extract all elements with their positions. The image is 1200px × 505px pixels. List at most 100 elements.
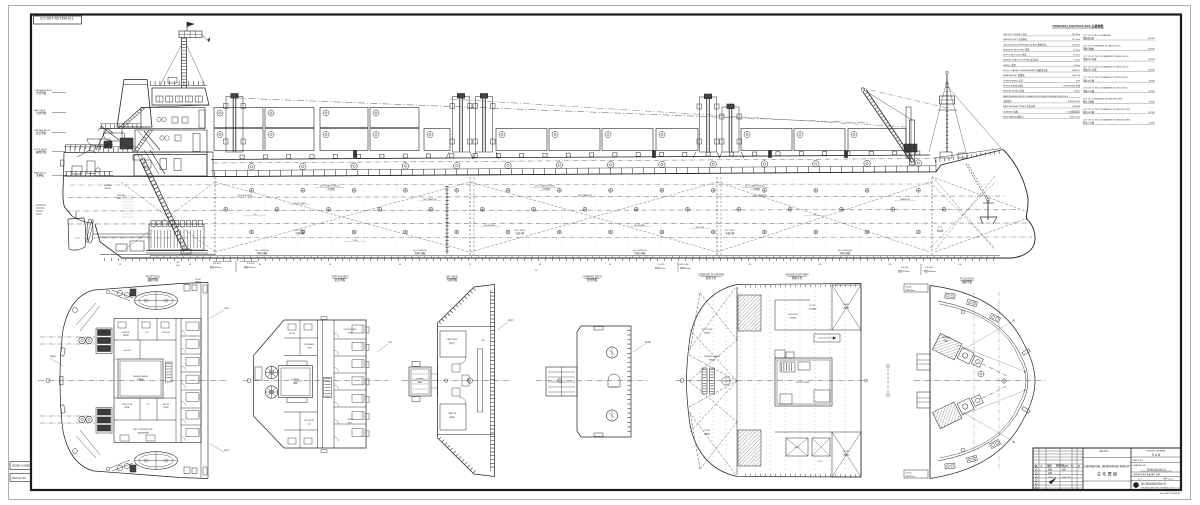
svg-text:肋距400: 肋距400 (195, 281, 201, 284)
svg-text:罗经甲板: 罗经甲板 (587, 278, 598, 282)
svg-text:F.S.400: F.S.400 (925, 267, 933, 269)
svg-text:MAIN ENGINE POWER 主机功率: MAIN ENGINE POWER 主机功率 (1003, 104, 1036, 108)
svg-text:56TEU: 56TEU (1149, 123, 1156, 125)
svg-text:肋距400mm: 肋距400mm (210, 265, 222, 269)
svg-text:水密门: 水密门 (224, 306, 230, 310)
svg-text:缆索舱: 缆索舱 (124, 406, 129, 409)
svg-text:浙江增洲造船有限公司: 浙江增洲造船有限公司 (1141, 481, 1167, 485)
svg-text:112TEU: 112TEU (1148, 112, 1156, 114)
svg-text:Q'TY OF 20' TEU CONTAINERS IN: Q'TY OF 20' TEU CONTAINERS IN CARGO HOLD (1083, 66, 1129, 69)
svg-text:4000n mile: 4000n mile (1070, 116, 1081, 118)
svg-text:船长甲板: 船长甲板 (36, 131, 47, 135)
svg-text:Q'TY OF 20' TEU CONTAINERS ON: Q'TY OF 20' TEU CONTAINERS ON DECK HOLD (1083, 87, 1128, 90)
svg-text:ENGINE PLATFORM: ENGINE PLATFORM (786, 274, 809, 277)
svg-text:二氧化碳室: 二氧化碳室 (808, 307, 817, 311)
svg-text:NO.1 TANKTOP: NO.1 TANKTOP (753, 194, 767, 197)
svg-text:舵机平台: 舵机平台 (706, 276, 717, 280)
svg-text:DEPTH MOULDED 型深: DEPTH MOULDED 型深 (1003, 53, 1027, 57)
svg-text:A.H.U RM: A.H.U RM (123, 349, 131, 352)
svg-text:批准: 批准 (1062, 468, 1066, 472)
svg-text:20: 20 (119, 264, 121, 266)
svg-text:ALL.24320(20): ALL.24320(20) (838, 249, 852, 252)
svg-text:TZH54135-100-C3: TZH54135-100-C3 (40, 16, 74, 21)
svg-text:烟囱: 烟囱 (418, 380, 422, 384)
svg-text:A: A (1041, 464, 1043, 467)
svg-text:ALL.24320(20): ALL.24320(20) (413, 249, 427, 252)
svg-text:CHART RM: CHART RM (448, 412, 457, 415)
svg-text:海图室: 海图室 (449, 415, 455, 419)
svg-text:11413.8t: 11413.8t (1072, 74, 1081, 77)
svg-text:F.S.625: F.S.625 (247, 263, 255, 265)
svg-text:ENGINE CASING: ENGINE CASING (796, 381, 810, 384)
svg-text:NO.2 W.B.T: NO.2 W.B.T (515, 230, 526, 232)
svg-text:NO.1 W.B.T: NO.1 W.B.T (725, 230, 736, 232)
svg-text:130: 130 (888, 264, 891, 266)
svg-text:ROPE STORE: ROPE STORE (122, 404, 132, 406)
svg-text:LENGTH BTW PERPENDICULARS 垂线间长: LENGTH BTW PERPENDICULARS 垂线间长 (1003, 42, 1047, 46)
svg-text:110: 110 (748, 264, 751, 266)
svg-text:117.00m: 117.00m (1072, 39, 1080, 41)
svg-text:驾驶甲板: 驾驶甲板 (447, 278, 458, 282)
svg-text:LW: LW (176, 262, 179, 264)
svg-text:压载水舱: 压载水舱 (296, 231, 306, 235)
svg-text:FREIGHT GENERAL: FREIGHT GENERAL (1146, 450, 1166, 453)
svg-text:119.90m: 119.90m (1072, 34, 1080, 36)
svg-text:6.50m: 6.50m (1074, 60, 1080, 62)
svg-text:带缆桩: 带缆桩 (50, 354, 56, 358)
svg-text:NO.4 W.B.T(P/S): NO.4 W.B.T(P/S) (238, 195, 253, 197)
svg-text:30°: 30° (535, 270, 538, 272)
svg-text:112TEU: 112TEU (1148, 70, 1156, 72)
svg-text:艉楼甲板: 艉楼甲板 (148, 278, 159, 282)
svg-text:ALL RIGHTS RESERVED: ALL RIGHTS RESERVED (1160, 492, 1181, 495)
svg-text:STEERING PLATFORM: STEERING PLATFORM (698, 274, 724, 277)
svg-text:12.3kn: 12.3kn (1074, 91, 1081, 93)
svg-text:CLASSED 船级: CLASSED 船级 (1003, 109, 1019, 113)
svg-text:ENG.RM: ENG.RM (117, 195, 125, 197)
svg-text:三号货舱: 三号货舱 (325, 187, 335, 191)
svg-text:缆索舱: 缆索舱 (704, 331, 710, 335)
svg-text:首尖舱: 首尖舱 (937, 228, 944, 232)
svg-text:120: 120 (818, 264, 821, 266)
svg-text:总 布 置 图: 总 布 置 图 (1097, 471, 1117, 478)
svg-text:64TEU: 64TEU (1149, 59, 1156, 61)
svg-text:2ND ENGINEER: 2ND ENGINEER (304, 344, 315, 346)
svg-text:F.P.T: F.P.T (938, 227, 943, 229)
svg-text:肋距600mm: 肋距600mm (924, 269, 936, 273)
svg-text:集装箱总数: 集装箱总数 (1083, 36, 1095, 40)
svg-text:CLEAN: CLEAN (843, 303, 849, 306)
svg-text:STEERING GEAR RM: STEERING GEAR RM (704, 355, 721, 358)
svg-text:NAV. DECK: NAV. DECK (34, 109, 46, 112)
svg-text:NO.1 CARGO HOLD: NO.1 CARGO HOLD (745, 185, 766, 188)
svg-text:DRY RM: DRY RM (289, 333, 296, 335)
svg-text:CHAIN LKR: CHAIN LKR (900, 198, 911, 201)
svg-text:ZHEJIANG ZENGZHOU SHIPBUILDING: ZHEJIANG ZENGZHOU SHIPBUILDING CO.,LTD. (1141, 486, 1182, 489)
svg-text:40: 40 (259, 264, 261, 266)
svg-text:NO.2 CARGO HOLD: NO.2 CARGO HOLD (535, 185, 556, 188)
svg-text:探照灯: 探照灯 (508, 318, 514, 322)
svg-text:改正: 改正 (1047, 463, 1051, 467)
svg-text:CAPTAIN DECK: CAPTAIN DECK (331, 276, 349, 279)
svg-text:CAPTAIN: CAPTAIN (347, 418, 353, 421)
svg-text:肋距400mm: 肋距400mm (906, 288, 916, 292)
svg-text:压载水舱: 压载水舱 (516, 231, 526, 235)
svg-text:甲板40尺箱: 甲板40尺箱 (1083, 78, 1095, 82)
svg-text:描图: 描图 (1048, 471, 1052, 475)
svg-text:FULLY LOADED DISPLACEMENT 满载排水: FULLY LOADED DISPLACEMENT 满载排水量 (1003, 68, 1048, 72)
svg-text:50: 50 (329, 264, 331, 266)
svg-text:ZJZZ-GA-100: ZJZZ-GA-100 (12, 477, 27, 480)
svg-text:空调室: 空调室 (163, 406, 168, 409)
svg-text:ENDURANCE 续航力: ENDURANCE 续航力 (1003, 114, 1024, 118)
svg-text:2ND ENGR: 2ND ENGR (162, 332, 171, 334)
svg-text:561TEU: 561TEU (1148, 38, 1156, 40)
svg-text:TRUNK: TRUNK (104, 188, 112, 190)
svg-text:NAV. DECK: NAV. DECK (446, 276, 459, 279)
svg-text:100: 100 (678, 264, 681, 266)
svg-text:STORE: STORE (843, 451, 848, 453)
svg-text:修改单号: 修改单号 (1055, 463, 1064, 467)
svg-text:STORE: STORE (704, 430, 709, 432)
svg-text:锚机: 锚机 (944, 339, 948, 343)
svg-text:89TEU: 89TEU (1149, 80, 1156, 82)
svg-text:SHIP'S NO.: SHIP'S NO. (1133, 460, 1144, 462)
svg-text:240TEU: 240TEU (1148, 49, 1156, 51)
svg-text:HO.LD VENT: HO.LD VENT (294, 203, 306, 205)
